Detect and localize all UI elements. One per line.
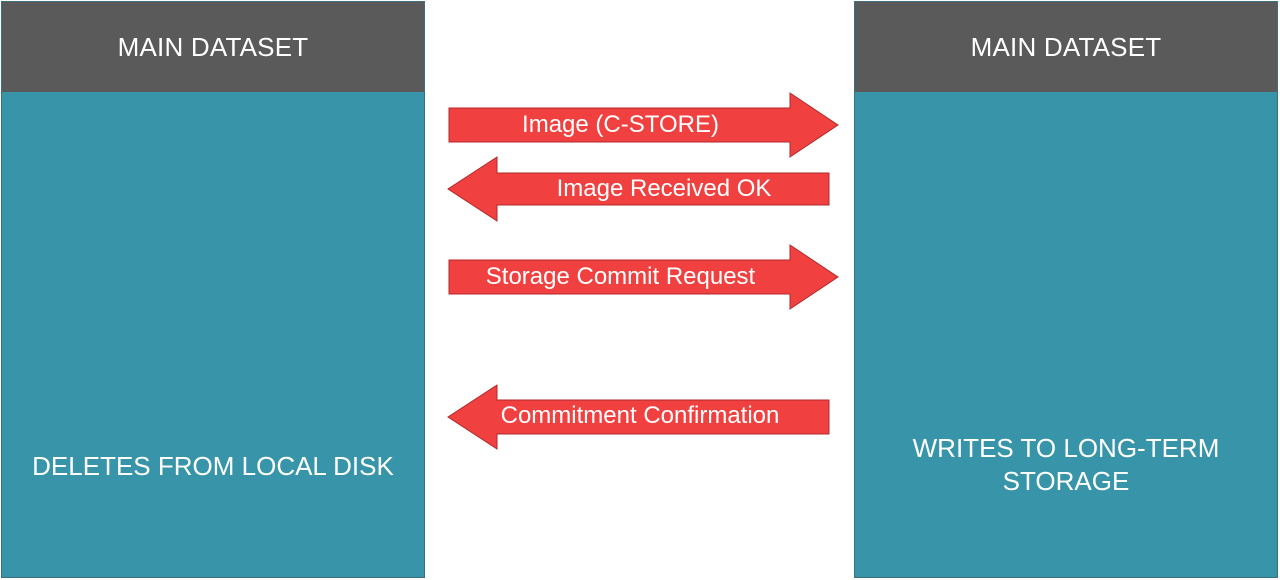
right-system-panel: MAIN DATASET WRITES TO LONG-TERM STORAGE	[854, 1, 1278, 578]
message-label-storage-commit: Storage Commit Request	[485, 263, 756, 290]
message-arrow-commitment-confirmation	[447, 384, 830, 450]
arrow-left-shape	[447, 384, 830, 450]
arrow-left-shape	[447, 156, 830, 222]
arrow-right-shape	[448, 92, 839, 158]
left-system-panel: MAIN DATASET DELETES FROM LOCAL DISK	[1, 1, 425, 578]
right-system-body: WRITES TO LONG-TERM STORAGE	[855, 92, 1277, 577]
message-label-commitment-confirmation: Commitment Confirmation	[500, 402, 780, 429]
message-arrow-storage-commit	[448, 244, 839, 310]
right-system-header: MAIN DATASET	[855, 2, 1277, 92]
arrow-right-shape	[448, 244, 839, 310]
message-label-image-received: Image Received OK	[556, 175, 772, 202]
right-system-note: WRITES TO LONG-TERM STORAGE	[912, 433, 1220, 496]
message-label-c-store: Image (C-STORE)	[522, 111, 719, 138]
left-system-body: DELETES FROM LOCAL DISK	[2, 92, 424, 577]
message-arrow-image-received	[447, 156, 830, 222]
left-system-header: MAIN DATASET	[2, 2, 424, 92]
message-arrow-c-store	[448, 92, 839, 158]
left-system-note: DELETES FROM LOCAL DISK	[32, 451, 394, 481]
